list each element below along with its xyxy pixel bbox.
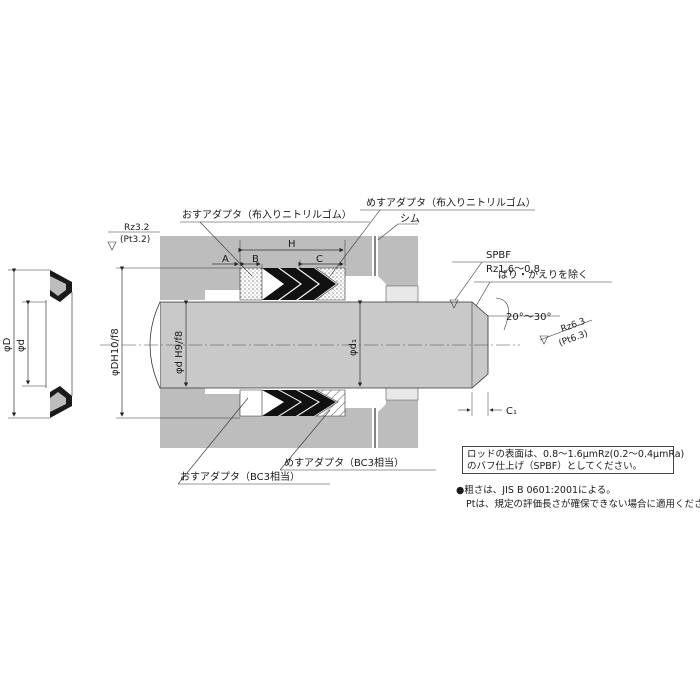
label-phi-dh9: φd H9/f8 <box>174 331 185 374</box>
note-box-line-2: のバフ仕上げ（SPBF）としてください。 <box>467 461 643 472</box>
label-dim-c: C <box>316 254 323 265</box>
label-c1: C₁ <box>506 406 517 417</box>
label-female-adapter-bc3: めすアダプタ（BC3相当） <box>284 456 404 469</box>
label-spbf: SPBF <box>486 250 511 261</box>
label-female-adapter-fabric: めすアダプタ（布入りニトリルゴム） <box>366 196 536 209</box>
label-deburr: ばり・かえりを除く <box>498 268 588 281</box>
label-dim-h: H <box>288 239 296 250</box>
label-pt32: (Pt3.2) <box>120 235 150 245</box>
label-rz16-08: Rz1.6～0.8 <box>486 264 540 275</box>
label-phi-dh10: φDH10/f8 <box>110 328 121 376</box>
label-dim-b: B <box>252 254 259 265</box>
note-box-line-1: ロッドの表面は、0.8～1.6μmRz(0.2～0.4μmRa) <box>467 449 685 460</box>
note-line-2: Ptは、規定の評価長さが確保できない場合に適用ください。 <box>466 499 700 510</box>
label-dim-a: A <box>222 254 229 265</box>
label-phi-d-inner: φd <box>16 339 27 352</box>
label-shim: シム <box>400 213 420 225</box>
label-male-adapter-bc3: おすアダプタ（BC3相当） <box>180 470 300 483</box>
label-angle: 20°～30° <box>506 312 551 323</box>
surface-finish-note-box: ロッドの表面は、0.8～1.6μmRz(0.2～0.4μmRa) のバフ仕上げ（… <box>462 446 685 474</box>
seal-ring-section <box>45 270 73 418</box>
label-rz32: Rz3.2 <box>124 223 149 233</box>
note-line-1: ●粗さは、JIS B 0601:2001による。 <box>456 485 616 496</box>
label-male-adapter-fabric: おすアダプタ（布入りニトリルゴム） <box>182 208 352 221</box>
seal-stack-upper <box>239 267 346 301</box>
label-phi-d-outer: φD <box>2 337 13 352</box>
seal-stack-lower <box>239 389 346 417</box>
label-phi-d1: φd₁ <box>348 339 359 356</box>
roughness-notes: ●粗さは、JIS B 0601:2001による。 Ptは、規定の評価長さが確保で… <box>456 484 700 512</box>
